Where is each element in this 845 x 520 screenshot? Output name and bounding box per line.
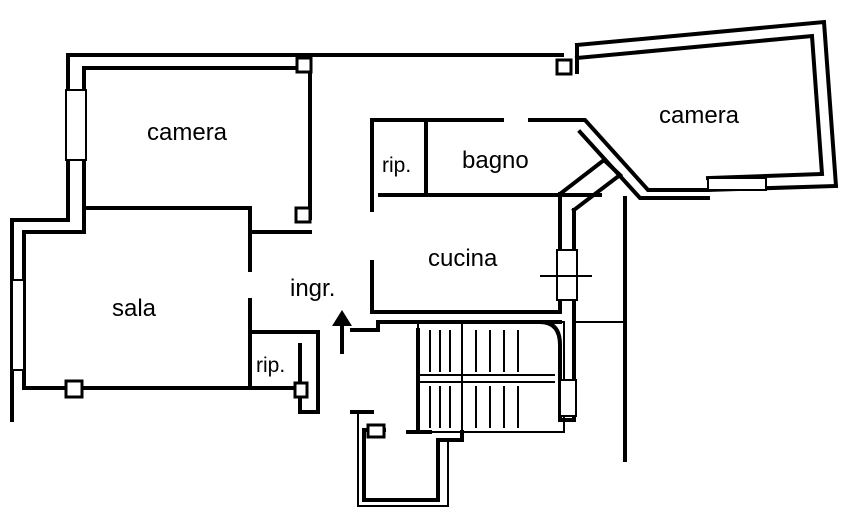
entrance-arrow-icon (332, 310, 352, 354)
interior-walls (82, 58, 624, 422)
pillars (64, 56, 573, 439)
label-bagno: bagno (462, 147, 529, 174)
outer-walls (10, 19, 839, 462)
room-labels: camera camera bagno rip. cucina ingr. sa… (112, 102, 740, 377)
label-rip-top: rip. (382, 154, 411, 177)
label-ingresso: ingr. (290, 275, 335, 302)
label-cucina: cucina (428, 245, 498, 272)
staircase (350, 320, 576, 507)
label-sala: sala (112, 295, 157, 322)
label-camera-right: camera (659, 102, 740, 129)
label-rip-bottom: rip. (256, 354, 285, 377)
windows (11, 89, 767, 417)
label-camera-left: camera (147, 119, 228, 146)
